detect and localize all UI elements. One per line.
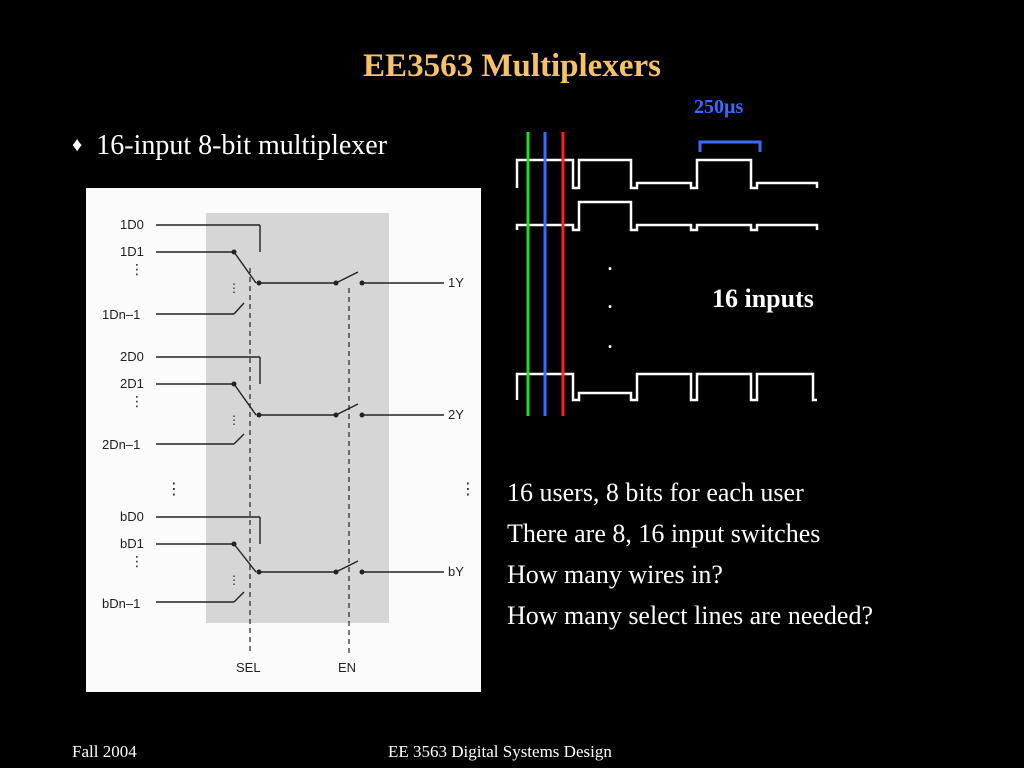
svg-text:⋮: ⋮	[228, 573, 240, 587]
question-line-3: How many wires in?	[507, 560, 723, 589]
label-1y: 1Y	[448, 275, 464, 290]
group-gap-dots-right: ⋮	[460, 481, 476, 498]
label-bdn: bDn–1	[102, 596, 140, 611]
shaded-switch-region	[206, 213, 389, 623]
footer-date: Fall 2004	[72, 742, 137, 761]
label-en: EN	[338, 660, 356, 675]
label-1dn: 1Dn–1	[102, 307, 140, 322]
label-sel: SEL	[236, 660, 261, 675]
label-2d0: 2D0	[120, 349, 144, 364]
mux-group-2: 2D0 2D1 ⋮ 2Dn–1 ⋮ 2Y	[102, 349, 464, 452]
multiplexer-diagram: 1D0 1D1 ⋮ 1Dn–1 ⋮ 1Y 2D0 2D1 ⋮ 2Dn–1	[86, 188, 481, 692]
label-vdots-1: ⋮	[130, 261, 144, 277]
period-bracket	[698, 140, 762, 152]
bullet-item: ♦ 16-input 8-bit multiplexer	[72, 130, 387, 162]
mux-group-1: 1D0 1D1 ⋮ 1Dn–1 ⋮ 1Y	[102, 217, 464, 322]
period-label: 250µs	[694, 96, 744, 118]
question-list: 16 users, 8 bits for each user There are…	[507, 472, 873, 636]
waveform-2	[515, 200, 819, 232]
timing-dot-3: .	[607, 328, 613, 354]
group-gap-dots-left: ⋮	[166, 481, 182, 498]
mux-group-b: bD0 bD1 ⋮ bDn–1 ⋮ bY	[102, 509, 464, 611]
question-line-2: There are 8, 16 input switches	[507, 519, 821, 548]
bullet-text: 16-input 8-bit multiplexer	[96, 130, 388, 161]
label-1d1: 1D1	[120, 244, 144, 259]
slide-title: EE3563 Multiplexers	[363, 48, 661, 84]
diamond-bullet-icon: ♦	[72, 134, 83, 156]
label-bd1: bD1	[120, 536, 144, 551]
question-line-1: 16 users, 8 bits for each user	[507, 478, 804, 507]
svg-text:⋮: ⋮	[228, 413, 240, 427]
footer-course: EE 3563 Digital Systems Design	[388, 742, 612, 761]
label-by: bY	[448, 564, 464, 579]
timing-dot-1: .	[607, 250, 613, 276]
label-2d1: 2D1	[120, 376, 144, 391]
label-1d0: 1D0	[120, 217, 144, 232]
inputs-label: 16 inputs	[712, 284, 814, 313]
question-line-4: How many select lines are needed?	[507, 601, 874, 630]
label-vdots-2: ⋮	[130, 393, 144, 409]
label-bd0: bD0	[120, 509, 144, 524]
timing-diagram: . . .	[505, 92, 865, 432]
label-vdots-b: ⋮	[130, 553, 144, 569]
label-2dn: 2Dn–1	[102, 437, 140, 452]
svg-text:⋮: ⋮	[228, 281, 240, 295]
waveform-1	[515, 158, 819, 190]
label-2y: 2Y	[448, 407, 464, 422]
timing-dot-2: .	[607, 288, 613, 314]
waveform-16	[515, 372, 817, 402]
